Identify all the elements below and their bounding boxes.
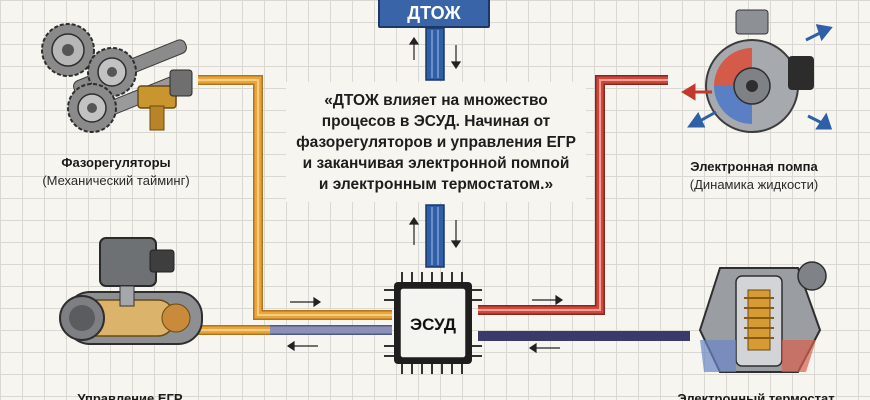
thermostat-title: Электронный термостат: [677, 391, 835, 400]
thermostat-illustration: [698, 261, 827, 373]
egr-valve-illustration: [59, 237, 203, 345]
coolant-temp-sensor-box: ДТОЖ: [378, 0, 490, 28]
pump-title: Электронная помпа: [690, 159, 818, 174]
egr-caption: Управление ЕГР: [20, 390, 240, 400]
ecu-chip: [384, 272, 482, 374]
center-quote-box: «ДТОЖ влияет на множество процесов в ЭСУ…: [286, 82, 586, 202]
coolant-pipe-top: [425, 27, 445, 81]
orange-pipe-left: [195, 75, 392, 335]
electric-pump-illustration: [681, 9, 833, 133]
center-quote-text: «ДТОЖ влияет на множество процесов в ЭСУ…: [296, 91, 576, 193]
pump-caption: Электронная помпа (Динамика жидкости): [644, 158, 864, 194]
thermostat-caption: Электронный термостат: [646, 390, 866, 400]
phasers-caption: Фазорегуляторы (Механический тайминг): [6, 154, 226, 190]
coolant-temp-sensor-label: ДТОЖ: [407, 2, 461, 23]
phasers-title: Фазорегуляторы: [61, 155, 171, 170]
flow-arrows-horizontal: [286, 294, 564, 354]
red-pipe-right: [478, 75, 690, 341]
egr-title: Управление ЕГР: [77, 391, 183, 400]
ecu-label: ЭСУД: [410, 315, 456, 334]
coolant-pipe-bottom: [425, 204, 445, 268]
phasers-subtitle: (Механический тайминг): [42, 173, 190, 188]
camshaft-phasers-illustration: [41, 23, 193, 133]
pump-subtitle: (Динамика жидкости): [689, 177, 819, 192]
flow-arrows-vertical: [408, 36, 462, 249]
